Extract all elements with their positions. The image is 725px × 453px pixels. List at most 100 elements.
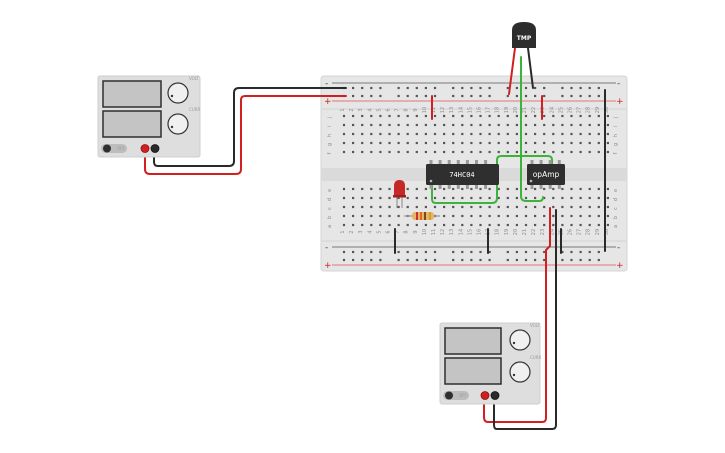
- rail-hole[interactable]: [361, 86, 364, 90]
- terminal-hole[interactable]: [588, 205, 591, 209]
- rail-hole[interactable]: [524, 250, 528, 254]
- terminal-hole[interactable]: [543, 196, 546, 200]
- rail-hole[interactable]: [579, 250, 582, 254]
- terminal-hole[interactable]: [388, 223, 391, 227]
- power-supply-right[interactable]: VOLT CURR OFF: [439, 322, 542, 405]
- terminal-hole[interactable]: [443, 141, 446, 145]
- rail-hole[interactable]: [534, 94, 537, 98]
- terminal-hole[interactable]: [543, 114, 546, 118]
- terminal-hole[interactable]: [452, 205, 455, 209]
- rail-hole[interactable]: [570, 250, 573, 254]
- terminal-hole[interactable]: [579, 214, 582, 218]
- rail-hole[interactable]: [452, 250, 455, 254]
- rail-hole[interactable]: [470, 86, 473, 90]
- terminal-hole[interactable]: [597, 196, 600, 200]
- terminal-hole[interactable]: [552, 141, 555, 145]
- terminal-hole[interactable]: [388, 187, 391, 191]
- terminal-hole[interactable]: [370, 187, 373, 191]
- rail-hole[interactable]: [461, 258, 464, 262]
- terminal-hole[interactable]: [352, 223, 355, 227]
- terminal-hole[interactable]: [497, 123, 500, 127]
- terminal-hole[interactable]: [570, 205, 573, 209]
- terminal-hole[interactable]: [443, 114, 446, 118]
- terminal-hole[interactable]: [479, 114, 482, 118]
- terminal-hole[interactable]: [424, 187, 427, 191]
- terminal-hole[interactable]: [506, 223, 509, 227]
- wire-black-psu-right[interactable]: [493, 209, 557, 430]
- terminal-hole[interactable]: [597, 223, 600, 227]
- psu-current-knob[interactable]: [167, 113, 189, 135]
- terminal-hole[interactable]: [534, 187, 537, 191]
- terminal-hole[interactable]: [561, 223, 564, 227]
- terminal-hole[interactable]: [424, 141, 427, 145]
- terminal-hole[interactable]: [479, 205, 482, 209]
- terminal-hole[interactable]: [379, 123, 382, 127]
- rail-hole[interactable]: [479, 94, 482, 98]
- terminal-hole[interactable]: [370, 123, 373, 127]
- terminal-hole[interactable]: [488, 214, 491, 218]
- rail-hole[interactable]: [479, 258, 482, 262]
- terminal-hole[interactable]: [406, 114, 409, 118]
- terminal-hole[interactable]: [342, 141, 346, 145]
- terminal-hole[interactable]: [606, 205, 609, 209]
- terminal-hole[interactable]: [461, 150, 464, 154]
- terminal-hole[interactable]: [461, 223, 464, 227]
- terminal-hole[interactable]: [588, 114, 591, 118]
- terminal-hole[interactable]: [388, 132, 391, 136]
- rail-hole[interactable]: [470, 250, 473, 254]
- rail-hole[interactable]: [470, 258, 473, 262]
- terminal-hole[interactable]: [370, 196, 373, 200]
- terminal-hole[interactable]: [415, 123, 418, 127]
- terminal-hole[interactable]: [515, 223, 518, 227]
- terminal-hole[interactable]: [506, 214, 509, 218]
- terminal-hole[interactable]: [443, 205, 446, 209]
- terminal-hole[interactable]: [552, 223, 555, 227]
- terminal-hole[interactable]: [370, 205, 373, 209]
- terminal-hole[interactable]: [606, 123, 609, 127]
- terminal-hole[interactable]: [342, 196, 346, 200]
- terminal-hole[interactable]: [352, 150, 355, 154]
- terminal-hole[interactable]: [534, 114, 537, 118]
- psu-negative-terminal[interactable]: [490, 391, 500, 400]
- terminal-hole[interactable]: [597, 114, 600, 118]
- wire-red-psu-right[interactable]: [483, 207, 551, 423]
- terminal-hole[interactable]: [452, 123, 455, 127]
- terminal-hole[interactable]: [561, 132, 564, 136]
- terminal-hole[interactable]: [342, 214, 346, 218]
- rail-hole[interactable]: [488, 94, 491, 98]
- terminal-hole[interactable]: [424, 223, 427, 227]
- rail-hole[interactable]: [506, 86, 509, 90]
- terminal-hole[interactable]: [406, 196, 409, 200]
- terminal-hole[interactable]: [361, 150, 364, 154]
- terminal-hole[interactable]: [433, 187, 437, 191]
- terminal-hole[interactable]: [361, 223, 364, 227]
- rail-hole[interactable]: [352, 86, 355, 90]
- terminal-hole[interactable]: [534, 132, 537, 136]
- led[interactable]: [393, 180, 406, 208]
- terminal-hole[interactable]: [488, 205, 491, 209]
- terminal-hole[interactable]: [388, 141, 391, 145]
- rail-hole[interactable]: [379, 86, 382, 90]
- terminal-hole[interactable]: [433, 123, 437, 127]
- terminal-hole[interactable]: [470, 214, 473, 218]
- terminal-hole[interactable]: [452, 150, 455, 154]
- terminal-hole[interactable]: [397, 214, 400, 218]
- terminal-hole[interactable]: [497, 132, 500, 136]
- chip-74hc04[interactable]: 74HC04: [426, 160, 499, 189]
- terminal-hole[interactable]: [570, 141, 573, 145]
- rail-hole[interactable]: [352, 250, 355, 254]
- rail-hole[interactable]: [534, 86, 537, 90]
- rail-hole[interactable]: [588, 86, 591, 90]
- terminal-hole[interactable]: [370, 141, 373, 145]
- rail-hole[interactable]: [570, 94, 573, 98]
- terminal-hole[interactable]: [597, 187, 600, 191]
- terminal-hole[interactable]: [515, 214, 518, 218]
- terminal-hole[interactable]: [379, 196, 382, 200]
- terminal-hole[interactable]: [352, 141, 355, 145]
- psu-voltage-knob[interactable]: [509, 329, 531, 351]
- rail-hole[interactable]: [415, 250, 418, 254]
- rail-hole[interactable]: [406, 86, 409, 90]
- terminal-hole[interactable]: [488, 223, 491, 227]
- rail-hole[interactable]: [570, 86, 573, 90]
- terminal-hole[interactable]: [588, 214, 591, 218]
